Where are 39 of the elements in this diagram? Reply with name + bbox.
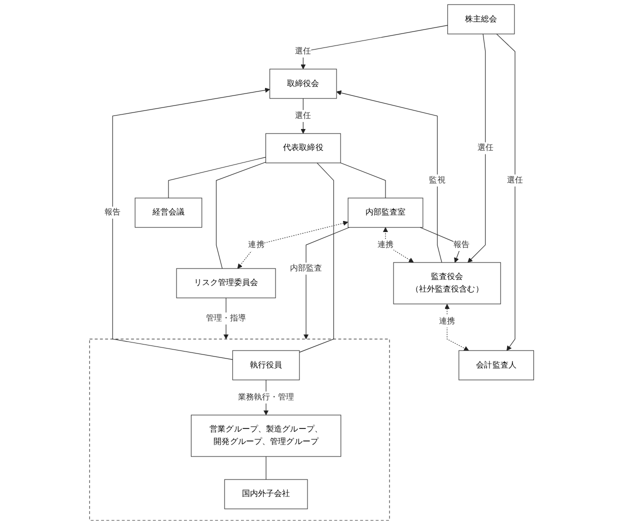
connector xyxy=(298,162,334,353)
edge-label: 連携 xyxy=(377,240,394,250)
node-box: 内部監査室 xyxy=(348,198,424,228)
node-box: 株主総会 xyxy=(447,4,515,34)
arrow xyxy=(237,220,348,269)
edge-label: 選任 xyxy=(294,46,312,56)
connector xyxy=(168,156,266,198)
edge-label: 選任 xyxy=(477,143,494,153)
cluster xyxy=(89,338,390,521)
arrow xyxy=(444,304,469,351)
edge-label: 業務執行・管理 xyxy=(238,392,294,402)
arrow xyxy=(382,227,414,263)
arrow xyxy=(300,98,306,134)
arrow xyxy=(300,25,448,70)
edge-label: 選任 xyxy=(506,176,523,185)
node-box: 執行役員 xyxy=(232,350,300,380)
edge-label: 連携 xyxy=(248,240,264,250)
arrow xyxy=(303,227,350,340)
edge-label: 報告 xyxy=(453,240,470,250)
node-box: リスク管理委員会 xyxy=(176,268,276,298)
edge-label: 選任 xyxy=(294,111,312,120)
node-box: 国内外子会社 xyxy=(224,479,308,510)
node-box: 取締役会 xyxy=(269,68,337,99)
arrow xyxy=(467,34,486,263)
edge-label: 連携 xyxy=(438,316,455,326)
node-box: 営業グループ、製造グループ、開発グループ、管理グループ xyxy=(190,414,341,457)
edge-label: 内部監査 xyxy=(290,264,322,273)
edge-label: 管理・指導 xyxy=(206,314,246,323)
node-box: 代表取締役 xyxy=(265,133,341,164)
node-box: 経営会議 xyxy=(134,198,202,228)
arrow xyxy=(496,34,516,351)
connector xyxy=(340,162,386,198)
edge-label: 監視 xyxy=(429,176,446,185)
connector xyxy=(216,162,266,269)
node-box: 会計監査人 xyxy=(458,350,534,380)
arrow xyxy=(112,88,270,360)
arrow xyxy=(336,90,442,263)
edge-label: 報告 xyxy=(104,208,121,218)
node-box: 監査役会 （社外監査役含む） xyxy=(393,262,501,304)
